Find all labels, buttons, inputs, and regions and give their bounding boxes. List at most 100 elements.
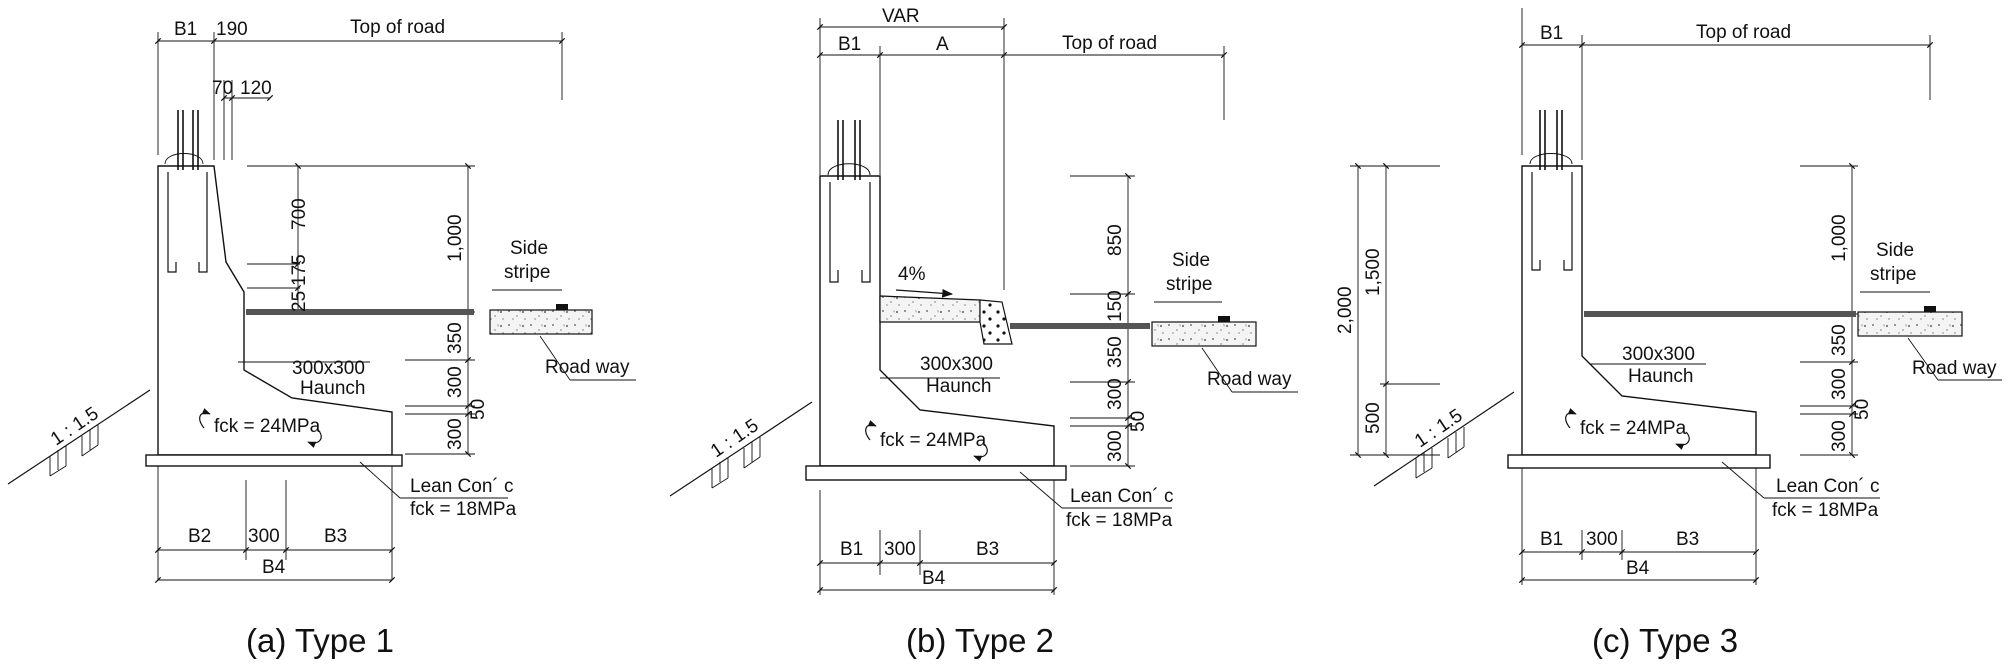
rotation-arrow-right bbox=[973, 443, 988, 462]
grade-arrow bbox=[895, 288, 954, 298]
rebar-anchor bbox=[827, 120, 871, 283]
dimension-lines bbox=[816, 23, 1228, 594]
rotation-arrow-left bbox=[865, 420, 877, 441]
dim-b3: B3 bbox=[976, 539, 999, 560]
caption-type2: (b) Type 2 bbox=[906, 622, 1054, 659]
dim-b1: B1 bbox=[1540, 23, 1563, 44]
dim-50: 50 bbox=[1852, 399, 1873, 420]
pavement-block bbox=[1151, 321, 1257, 347]
dim-b3: B3 bbox=[1676, 529, 1699, 550]
dim-850: 850 bbox=[1105, 224, 1126, 256]
panel-type3: B1 Top of road 2,000 1,500 500 1,000 350… bbox=[1335, 8, 2002, 659]
stripe-label: stripe bbox=[1166, 274, 1212, 295]
side-stripe-mark bbox=[1924, 306, 1936, 312]
panel-type1: B1 190 Top of road 70 120 700 175 25 1,0… bbox=[7, 17, 636, 659]
dim-b3: B3 bbox=[324, 526, 347, 547]
dim-50: 50 bbox=[468, 399, 489, 420]
dim-300-bottom: 300 bbox=[884, 539, 916, 560]
dim-25: 25 bbox=[289, 291, 310, 312]
dim-500: 500 bbox=[1363, 402, 1384, 434]
dim-300-bottom: 300 bbox=[248, 526, 280, 547]
side-label: Side bbox=[1876, 240, 1914, 261]
dim-50: 50 bbox=[1128, 411, 1149, 432]
lean-label: Lean Con´ c bbox=[410, 476, 514, 497]
side-label: Side bbox=[510, 238, 548, 259]
slope-hatch bbox=[7, 389, 151, 485]
road-way-label: Road way bbox=[1912, 358, 1997, 379]
curb-block bbox=[979, 299, 1013, 345]
labels-type3: B1 Top of road 2,000 1,500 500 1,000 350… bbox=[1335, 22, 1997, 659]
slope-label: 1 : 1.5 bbox=[707, 415, 763, 462]
dim-300-a: 300 bbox=[1105, 378, 1126, 410]
panel-type2: VAR B1 A Top of road 4% 850 150 350 300 … bbox=[669, 6, 1298, 659]
side-stripe-mark bbox=[556, 304, 568, 310]
caption-type1: (a) Type 1 bbox=[246, 622, 394, 659]
rebar-anchor bbox=[1529, 110, 1573, 271]
dim-var: VAR bbox=[882, 6, 920, 27]
fck-18-label: fck = 18MPa bbox=[1772, 500, 1879, 521]
road-way-label: Road way bbox=[545, 357, 630, 378]
fck-24-label: fck = 24MPa bbox=[880, 430, 987, 451]
dim-300-a: 300 bbox=[1829, 368, 1850, 400]
haunch-label: Haunch bbox=[926, 376, 992, 397]
lean-label: Lean Con´ c bbox=[1070, 486, 1174, 507]
dim-70: 70 bbox=[212, 78, 233, 99]
dim-top-of-road: Top of road bbox=[1696, 22, 1791, 43]
dim-a: A bbox=[936, 34, 949, 55]
dim-b4: B4 bbox=[262, 557, 286, 578]
dim-b1: B1 bbox=[174, 19, 197, 40]
dim-300-a: 300 bbox=[445, 366, 466, 398]
extension-lines bbox=[1350, 8, 1931, 585]
side-label: Side bbox=[1172, 250, 1210, 271]
lean-label: Lean Con´ c bbox=[1776, 476, 1880, 497]
pavement-block bbox=[489, 309, 593, 335]
road-way-leader bbox=[1907, 337, 1939, 381]
dim-1500: 1,500 bbox=[1363, 248, 1384, 296]
road-way-leader bbox=[539, 335, 571, 381]
dim-350: 350 bbox=[1105, 336, 1126, 368]
dim-1000: 1,000 bbox=[1829, 214, 1850, 262]
dim-190: 190 bbox=[216, 19, 248, 40]
rotation-arrow-left bbox=[199, 408, 211, 429]
stripe-label: stripe bbox=[1870, 264, 1916, 285]
fck-18-label: fck = 18MPa bbox=[1066, 510, 1173, 531]
road-way-leader bbox=[1201, 347, 1233, 393]
sidewalk-slab bbox=[879, 295, 981, 323]
fck-18-label: fck = 18MPa bbox=[410, 499, 517, 520]
side-stripe-mark bbox=[1218, 316, 1230, 322]
dim-120: 120 bbox=[240, 78, 272, 99]
lean-concrete-pad bbox=[805, 465, 1067, 481]
dim-top-of-road: Top of road bbox=[350, 17, 445, 38]
dim-b1: B1 bbox=[838, 34, 861, 55]
dim-350: 350 bbox=[445, 322, 466, 354]
rotation-arrow-left bbox=[1565, 408, 1577, 429]
grade-label: 4% bbox=[898, 264, 926, 285]
dim-b4: B4 bbox=[922, 568, 946, 589]
dim-300-b: 300 bbox=[1829, 420, 1850, 452]
dim-300-b: 300 bbox=[1105, 430, 1126, 462]
caption-type3: (c) Type 3 bbox=[1592, 622, 1738, 659]
dimension-lines bbox=[1354, 41, 1934, 584]
haunch-label: Haunch bbox=[300, 378, 366, 399]
road-way-label: Road way bbox=[1207, 369, 1292, 390]
haunch-size-label: 300x300 bbox=[1622, 344, 1695, 365]
rotation-arrow-right bbox=[307, 429, 322, 448]
lean-concrete-pad bbox=[145, 454, 403, 467]
lean-concrete-pad bbox=[1507, 454, 1771, 469]
dim-175: 175 bbox=[289, 254, 310, 286]
haunch-label: Haunch bbox=[1628, 366, 1694, 387]
lean-leader bbox=[359, 461, 401, 499]
dim-1000: 1,000 bbox=[445, 214, 466, 262]
stripe-label: stripe bbox=[504, 262, 550, 283]
dim-b2: B2 bbox=[188, 526, 211, 547]
fck-24-label: fck = 24MPa bbox=[1580, 418, 1687, 439]
lean-leader bbox=[1019, 471, 1063, 509]
haunch-size-label: 300x300 bbox=[920, 354, 993, 375]
rotation-arrow-right bbox=[1675, 431, 1690, 450]
slope-hatch bbox=[1373, 391, 1515, 487]
dim-300-b: 300 bbox=[445, 418, 466, 450]
pavement-block bbox=[1857, 311, 1963, 337]
rebar-anchor bbox=[164, 110, 208, 273]
dim-700: 700 bbox=[289, 198, 310, 230]
